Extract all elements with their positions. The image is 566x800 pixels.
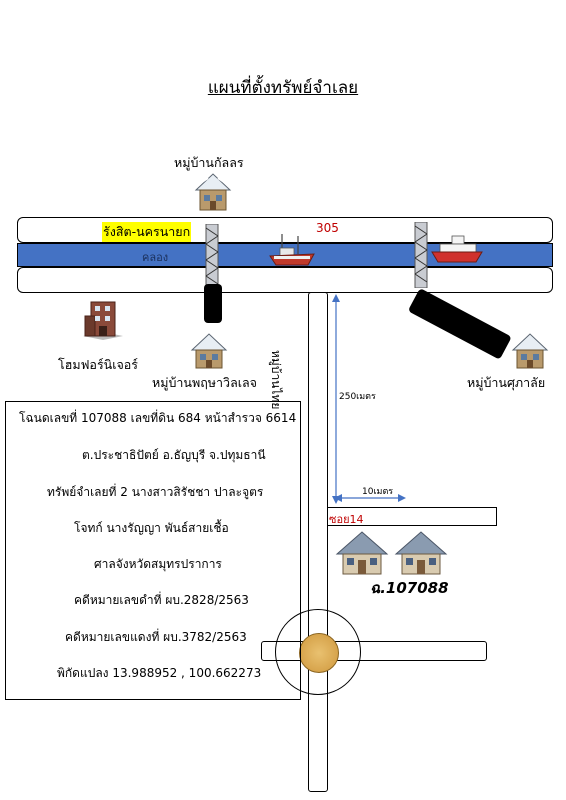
route-number: 305 — [316, 221, 339, 235]
road-marker-left — [204, 284, 222, 323]
road-marker-right — [407, 288, 512, 360]
main-road-label: รังสิต-นครนายก — [102, 222, 192, 242]
canal-label: คลอง — [142, 251, 169, 264]
info-plaintiff: โจทก์ นางรัญญา พันธ์สายเชื้อ — [74, 521, 229, 535]
map-title: แผนที่ตั้งทรัพย์จำเลย — [207, 78, 359, 98]
info-deed: โฉนดเลขที่ 107088 เลขที่ดิน 684 หน้าสำรว… — [19, 411, 297, 425]
info-defendant: ทรัพย์จำเลยที่ 2 นางสาวสิรัชชา ปาละจูตร — [47, 485, 264, 499]
info-location: ต.ประชาธิปัตย์ อ.ธัญบุรี จ.ปทุมธานี — [82, 448, 266, 462]
village-top-label: หมู่บ้านกัลลร — [174, 155, 244, 170]
soi-label: ซอย14 — [329, 513, 364, 526]
home-furniture-label: โฮมฟอร์นิเจอร์ — [58, 357, 139, 372]
horizontal-distance-label: 10เมตร — [362, 487, 394, 497]
property-house-icon-2 — [394, 531, 448, 575]
info-box: โฉนดเลขที่ 107088 เลขที่ดิน 684 หน้าสำรว… — [5, 401, 301, 700]
roundabout-center — [299, 633, 339, 673]
info-black-case: คดีหมายเลขดำที่ ผบ.2828/2563 — [74, 593, 249, 607]
property-house-icon-1 — [335, 531, 389, 575]
boat-icon — [269, 234, 315, 266]
bridge-right — [414, 222, 428, 288]
info-coordinates: พิกัดแปลง 13.988952 , 100.662273 — [57, 666, 262, 680]
vertical-distance-label: 250เมตร — [339, 392, 376, 402]
info-court: ศาลจังหวัดสมุทรปราการ — [94, 557, 222, 571]
soi-road — [327, 507, 497, 526]
ferry-icon — [431, 235, 483, 263]
house-icon-right — [511, 333, 549, 369]
village-right-label: หมู่บ้านศุภาลัย — [467, 375, 546, 390]
horizontal-distance-arrow — [334, 494, 406, 502]
bridge-left — [205, 224, 219, 288]
info-red-case: คดีหมายเลขแดงที่ ผบ.3782/2563 — [65, 630, 247, 644]
building-icon — [83, 301, 123, 340]
property-label: ฉ.107088 — [370, 579, 449, 597]
house-icon-top — [194, 173, 232, 211]
village-left-label: หมู่บ้านพฤษาวิลเลจ — [152, 375, 257, 390]
house-icon-left — [190, 333, 228, 369]
roundabout — [275, 609, 361, 695]
village-road — [308, 292, 328, 792]
main-road-lower — [17, 267, 553, 293]
